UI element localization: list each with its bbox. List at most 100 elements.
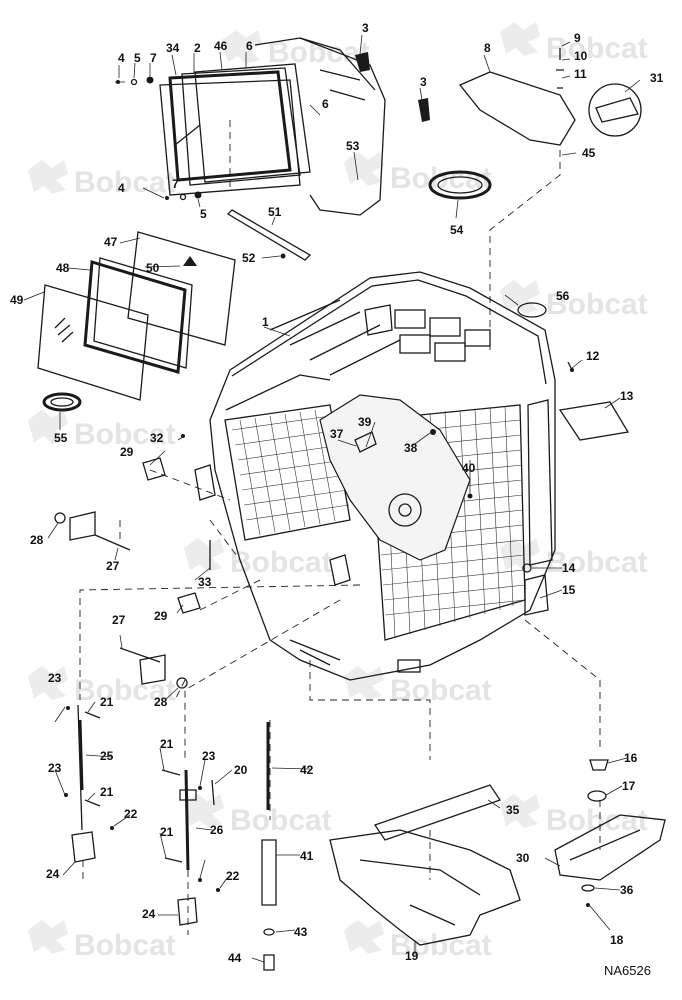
callout-3: 3 <box>362 21 369 35</box>
strip <box>226 209 312 261</box>
callout-5: 5 <box>134 51 141 65</box>
window-seal-roll <box>42 392 82 412</box>
bobcat-logo-icon <box>500 280 540 314</box>
leader-lines <box>23 34 641 963</box>
callout-8: 8 <box>484 41 491 55</box>
callout-45: 45 <box>582 146 596 160</box>
callout-30: 30 <box>516 851 530 865</box>
callout-40: 40 <box>462 461 476 475</box>
latch <box>418 98 430 122</box>
callout-7: 7 <box>150 51 157 65</box>
callout-27: 27 <box>106 559 120 573</box>
door-glass-assembly <box>159 63 311 196</box>
watermark-text: Bobcat <box>74 674 176 707</box>
headliner-panel <box>458 71 576 146</box>
mount-hardware-right <box>554 759 666 907</box>
callout-31: 31 <box>650 71 664 85</box>
callout-11: 11 <box>574 67 587 81</box>
watermark: Bobcat <box>500 794 648 837</box>
watermark-text: Bobcat <box>546 546 648 579</box>
watermark: Bobcat <box>184 794 332 837</box>
bobcat-logo-icon <box>28 666 68 700</box>
watermark: Bobcat <box>222 30 370 69</box>
watermark-text: Bobcat <box>74 929 176 962</box>
bobcat-logo-icon <box>500 794 540 828</box>
callout-21: 21 <box>160 737 174 751</box>
watermark-text: Bobcat <box>268 36 370 69</box>
callout-24: 24 <box>142 907 156 921</box>
callout-46: 46 <box>214 39 228 53</box>
callout-55: 55 <box>54 431 68 445</box>
watermark: Bobcat <box>344 666 492 707</box>
watermark: Bobcat <box>500 22 648 65</box>
callout-2: 2 <box>194 41 201 55</box>
callout-25: 25 <box>100 749 114 763</box>
adhesive-tube <box>588 83 642 137</box>
callout-34: 34 <box>166 41 180 55</box>
watermark-text: Bobcat <box>546 32 648 65</box>
center-console <box>319 394 471 561</box>
callout-17: 17 <box>622 779 636 793</box>
callout-51: 51 <box>268 205 282 219</box>
seal-roll <box>428 170 492 200</box>
callout-6: 6 <box>246 39 253 53</box>
door-frame <box>254 37 386 216</box>
callout-32: 32 <box>150 431 164 445</box>
callout-20: 20 <box>234 763 248 777</box>
watermark-text: Bobcat <box>74 418 176 451</box>
callout-4: 4 <box>118 181 125 195</box>
callout-23: 23 <box>48 671 62 685</box>
watermark: Bobcat <box>28 666 176 707</box>
callout-15: 15 <box>562 583 576 597</box>
callout-49: 49 <box>10 293 24 307</box>
callout-24: 24 <box>46 867 60 881</box>
callout-3: 3 <box>420 75 427 89</box>
watermark: Bobcat <box>500 280 648 321</box>
bobcat-logo-icon <box>184 538 224 572</box>
callout-27: 27 <box>112 613 126 627</box>
warning-triangle-icon <box>183 256 197 266</box>
callout-53: 53 <box>346 139 360 153</box>
callout-14: 14 <box>562 561 576 575</box>
callout-21: 21 <box>100 695 114 709</box>
callout-28: 28 <box>154 695 168 709</box>
callout-48: 48 <box>56 261 70 275</box>
lift-cylinder-right <box>261 722 277 971</box>
lift-cylinder-center <box>161 769 220 926</box>
watermark: Bobcat <box>28 160 176 199</box>
callout-29: 29 <box>154 609 168 623</box>
bobcat-logo-icon <box>500 22 540 56</box>
callout-22: 22 <box>226 869 240 883</box>
watermark-text: Bobcat <box>546 804 648 837</box>
decal <box>517 302 547 318</box>
watermark: Bobcat <box>28 410 176 451</box>
watermark-text: Bobcat <box>390 674 492 707</box>
callout-43: 43 <box>294 925 308 939</box>
callout-21: 21 <box>160 825 174 839</box>
cab-frame <box>194 271 556 681</box>
callout-6: 6 <box>322 97 329 111</box>
latch <box>355 52 370 72</box>
callout-50: 50 <box>146 261 160 275</box>
callout-28: 28 <box>30 533 44 547</box>
pivot-hardware-upper <box>54 434 211 689</box>
callout-16: 16 <box>624 751 638 765</box>
callout-36: 36 <box>620 883 634 897</box>
bobcat-logo-icon <box>344 152 384 186</box>
callout-23: 23 <box>48 761 62 775</box>
callout-1: 1 <box>262 315 269 329</box>
floor-mat <box>329 784 521 946</box>
callout-39: 39 <box>358 415 372 429</box>
watermark-text: Bobcat <box>230 546 332 579</box>
bobcat-logo-icon <box>28 920 68 954</box>
watermark-text: Bobcat <box>230 804 332 837</box>
rear-window-assembly <box>37 231 236 401</box>
callout-23: 23 <box>202 749 216 763</box>
callout-41: 41 <box>300 849 314 863</box>
watermark: Bobcat <box>28 920 176 962</box>
bobcat-logo-icon <box>500 538 540 572</box>
callout-42: 42 <box>300 763 314 777</box>
callout-52: 52 <box>242 251 256 265</box>
callout-21: 21 <box>100 785 114 799</box>
